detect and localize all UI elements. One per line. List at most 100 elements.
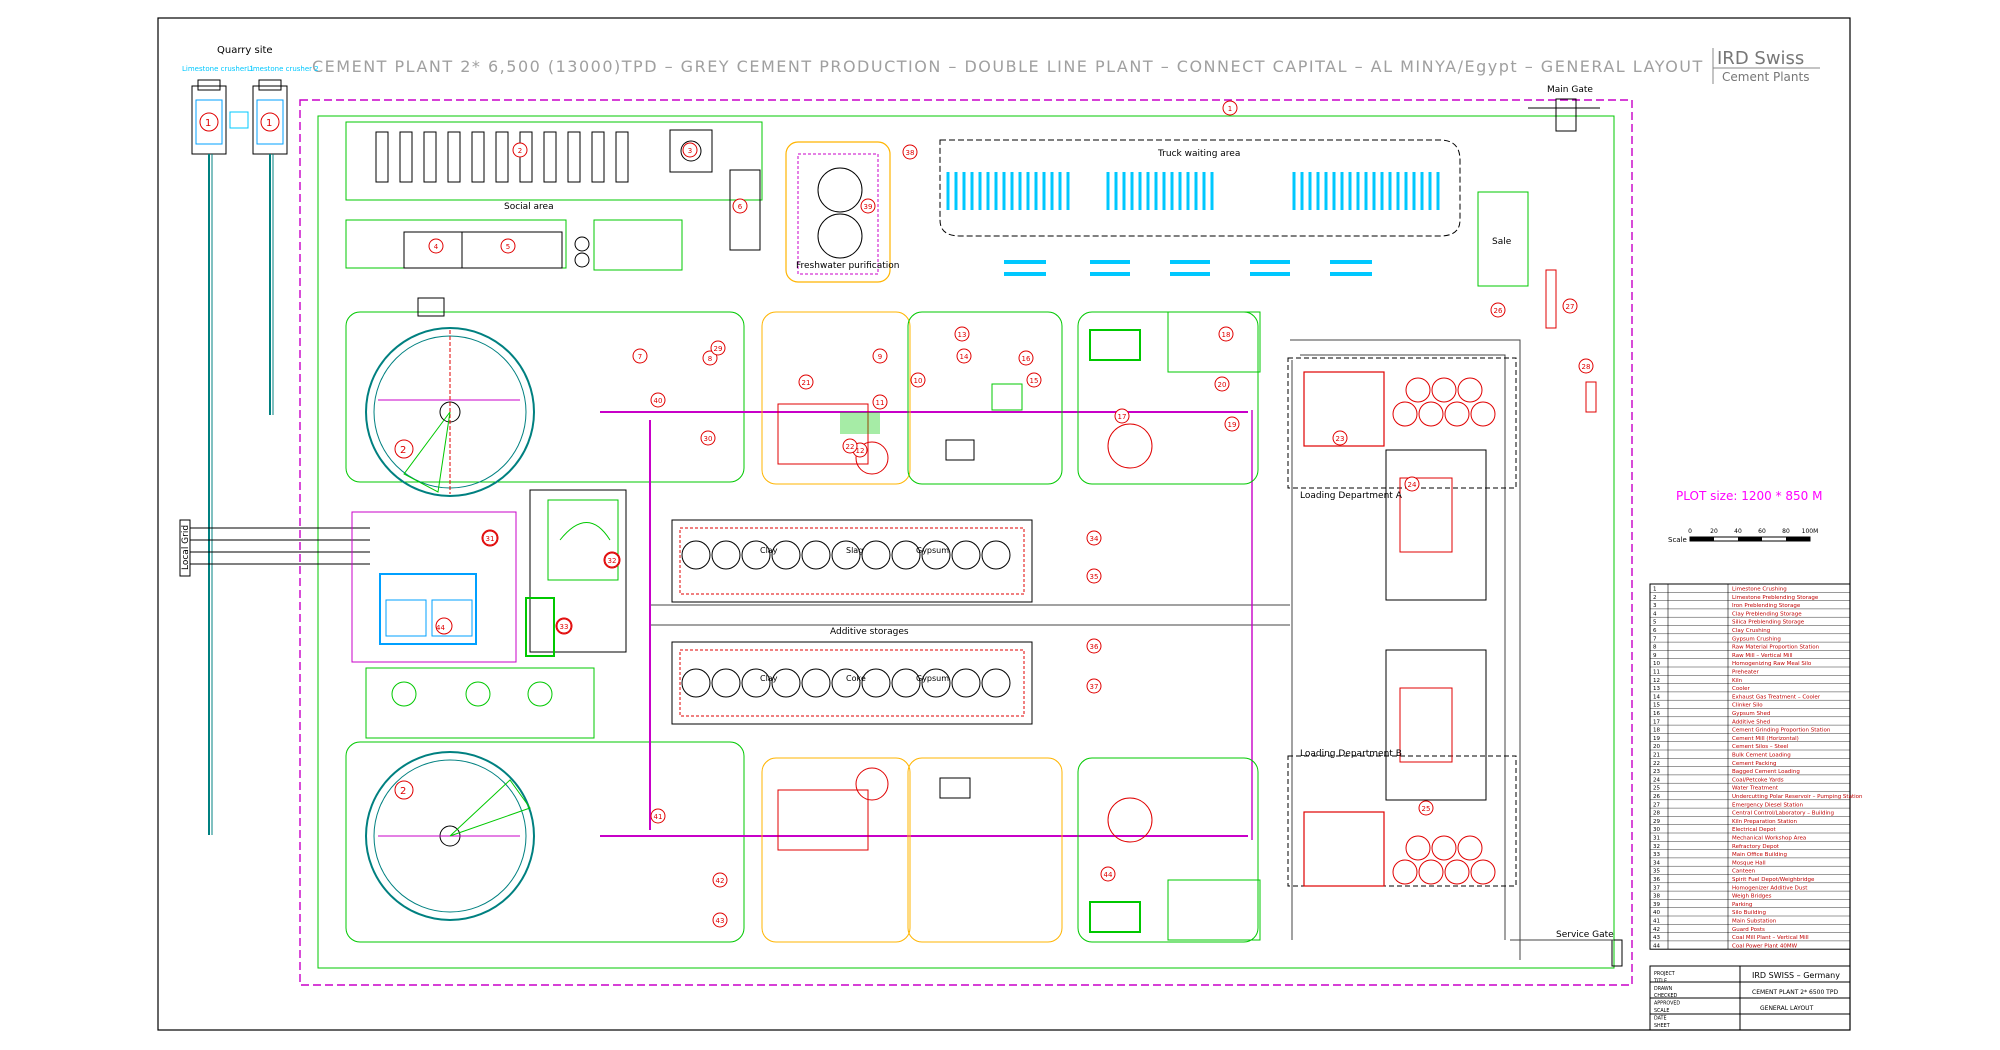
legend-item: Kiln (1732, 678, 1743, 684)
marker-24: 24 (1404, 476, 1420, 492)
quarry-site-label: Quarry site (217, 45, 273, 56)
marker-label: 32 (608, 557, 617, 565)
additive-clay-north: Clay (760, 546, 778, 555)
marker-label: 33 (560, 623, 569, 631)
marker-label: 28 (1582, 363, 1591, 371)
legend-number: 30 (1653, 827, 1660, 833)
legend-number: 15 (1653, 703, 1660, 709)
scale-tick: 0 (1688, 528, 1692, 535)
title-block-company: IRD SWISS – Germany (1752, 971, 1840, 980)
legend-number: 42 (1653, 927, 1660, 933)
marker-14: 14 (956, 348, 972, 364)
loading-a-label: Loading Department A (1300, 491, 1403, 501)
scale-tick: 40 (1734, 528, 1742, 535)
legend-number: 1 (1653, 587, 1657, 593)
sale-building: Sale (1477, 191, 1529, 287)
marker-label: 35 (1090, 573, 1099, 581)
plant-area-boundary (317, 115, 1615, 969)
additive-storages-label: Additive storages (830, 627, 909, 637)
marker-label: 40 (654, 397, 663, 405)
legend-item: Guard Posts (1732, 927, 1765, 933)
marker-17: 17 (1114, 408, 1130, 424)
marker-label: 5 (506, 243, 510, 251)
scale-tick: 60 (1758, 528, 1766, 535)
legend-number: 24 (1653, 777, 1660, 783)
legend-number: 16 (1653, 711, 1660, 717)
legend-number: 44 (1653, 943, 1660, 949)
legend-item: Kiln Preparation Station (1732, 819, 1797, 825)
scale-label: Scale (1668, 536, 1687, 544)
loading-department-b: Loading Department B (1287, 649, 1517, 887)
legend-number: 31 (1653, 836, 1660, 842)
legend-number: 12 (1653, 678, 1660, 684)
marker-44: 44 (1100, 866, 1116, 882)
legend-number: 39 (1653, 902, 1660, 908)
marker-13: 13 (954, 326, 970, 342)
scale-tick: 80 (1782, 528, 1790, 535)
marker-label: 39 (864, 203, 873, 211)
legend-item: Exhaust Gas Treatment – Cooler (1732, 694, 1821, 700)
legend-number: 6 (1653, 628, 1657, 634)
legend-number: 17 (1653, 719, 1660, 725)
svg-text:1: 1 (205, 118, 211, 129)
legend-item: Silo Building (1732, 910, 1766, 916)
title-block-row: SCALE (1654, 1008, 1669, 1014)
legend-item: Homogenizer Additive Dust (1732, 885, 1808, 891)
marker-11: 11 (872, 394, 888, 410)
legend-number: 20 (1653, 744, 1660, 750)
legend-number: 23 (1653, 769, 1660, 775)
marker-label: 18 (1222, 331, 1231, 339)
legend-number: 19 (1653, 736, 1660, 742)
marker-36: 36 (1086, 638, 1102, 654)
service-gate: Service Gate (1556, 930, 1623, 967)
marker-29: 29 (710, 340, 726, 356)
legend-item: Clinker Silo (1732, 703, 1763, 709)
marker-label: 15 (1030, 377, 1039, 385)
marker-26: 26 (1490, 302, 1506, 318)
legend-number: 27 (1653, 802, 1660, 808)
freshwater-purification: Freshwater purification (785, 141, 899, 283)
marker-4: 4 (428, 238, 444, 254)
marker-6: 6 (732, 198, 748, 214)
coal-power-plant: 24 43 (525, 489, 627, 657)
legend-item: Coal Power Plant 40MW (1732, 943, 1798, 949)
legend-item: Raw Mill – Vertical Mill (1732, 653, 1793, 659)
legend-number: 32 (1653, 844, 1660, 850)
marker-label: 7 (638, 353, 642, 361)
plot-size-label: PLOT size: 1200 * 850 M (1676, 489, 1822, 503)
social-area: Social area (345, 121, 763, 271)
additive-coke-south: Coke (846, 674, 866, 683)
legend-number: 21 (1653, 753, 1660, 759)
loading-department-a: Loading Department A (1287, 357, 1517, 601)
weighbridge-1 (1545, 269, 1557, 329)
plant-fence (299, 99, 1633, 986)
legend-number: 22 (1653, 761, 1660, 767)
marker-19: 19 (1224, 416, 1240, 432)
legend-number: 13 (1653, 686, 1660, 692)
legend-number: 9 (1653, 653, 1657, 659)
marker-label: 24 (1408, 481, 1417, 489)
legend-number: 35 (1653, 869, 1660, 875)
marker-label: 44 (1104, 871, 1113, 879)
title-block-drawing: GENERAL LAYOUT (1760, 1005, 1814, 1012)
marker-label: 34 (1090, 535, 1099, 543)
local-grid: Local Grid (179, 519, 370, 577)
legend-item: Iron Preblending Storage (1732, 603, 1801, 609)
main-gate: Main Gate (1528, 85, 1600, 132)
svg-text:44: 44 (436, 624, 445, 632)
legend-number: 25 (1653, 786, 1660, 792)
title-block-row: CHECKED (1654, 993, 1678, 999)
legend-number: 26 (1653, 794, 1660, 800)
marker-label: 26 (1494, 307, 1503, 315)
legend-number: 36 (1653, 877, 1660, 883)
legend-item: Silica Preblending Storage (1732, 620, 1805, 626)
marker-label: 4 (434, 243, 439, 251)
marker-43: 43 (712, 912, 728, 928)
service-gate-label: Service Gate (1556, 930, 1614, 940)
marker-label: 6 (738, 203, 743, 211)
marker-label: 16 (1022, 355, 1031, 363)
legend-item: Electrical Depot (1732, 827, 1777, 833)
